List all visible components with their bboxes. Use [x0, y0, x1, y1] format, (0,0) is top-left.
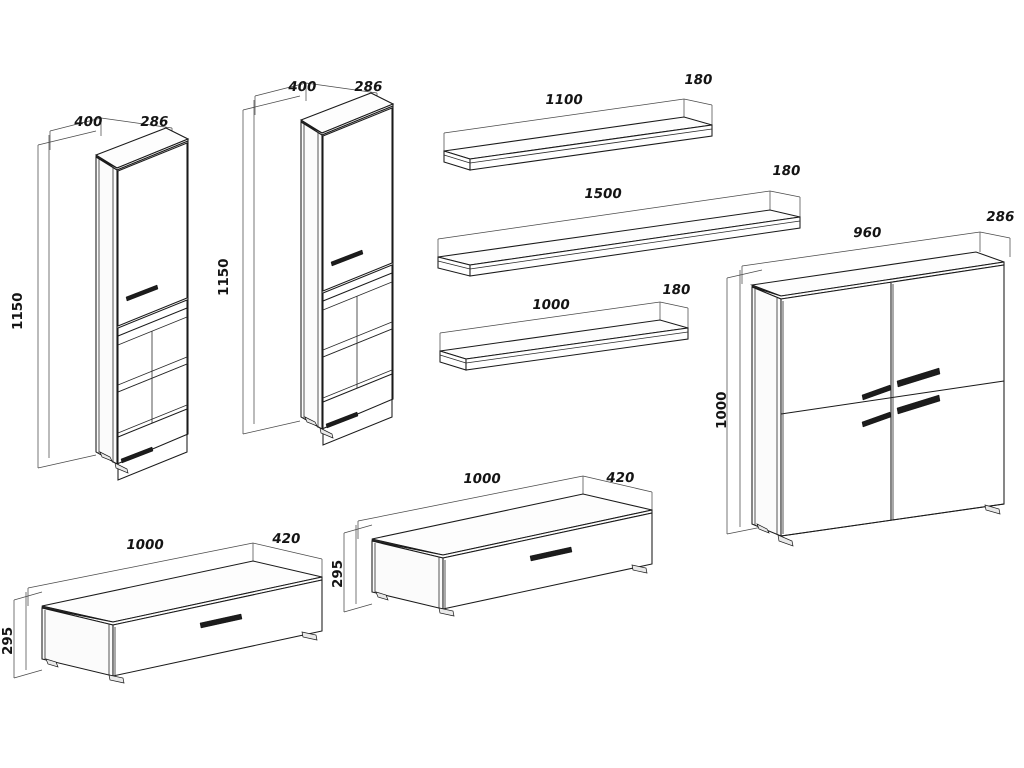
dim-cab-mid-depth: 286 [352, 79, 384, 95]
shelf-1500 [437, 190, 801, 277]
tv-unit-feet [375, 564, 648, 617]
tv-unit-right [343, 475, 653, 617]
dim-sideboard-depth: 286 [984, 209, 1016, 225]
dim-shelf-1500-depth: 180 [770, 163, 802, 179]
dimension-lines-cabinet-mid [242, 82, 378, 435]
tall-cabinet-mid [242, 82, 395, 446]
dim-cab-mid-height: 1150 [216, 258, 232, 296]
cabinet-feet [304, 416, 334, 439]
dim-sideboard-width: 960 [851, 225, 883, 241]
dim-shelf-1000-depth: 180 [660, 282, 692, 298]
dim-tv-left-width: 1000 [124, 537, 165, 553]
dim-shelf-1000-width: 1000 [530, 297, 571, 313]
sideboard [726, 231, 1011, 547]
shelf-1000 [439, 301, 689, 371]
shelf-1100 [443, 98, 713, 171]
tv-unit-left [13, 542, 323, 684]
dim-cab-left-depth: 286 [138, 114, 170, 130]
dimension-lines-shelf-1000 [439, 301, 689, 351]
dim-tv-right-width: 1000 [461, 471, 502, 487]
dimension-lines-tv-left [13, 542, 323, 679]
dim-sideboard-height: 1000 [714, 391, 730, 429]
dim-cab-left-width: 400 [72, 114, 104, 130]
sideboard-feet [756, 504, 1001, 547]
dim-shelf-1100-width: 1100 [543, 92, 584, 108]
tv-unit-feet [45, 631, 318, 684]
dim-cab-left-height: 1150 [10, 292, 26, 330]
dimension-lines-sideboard [726, 231, 1011, 535]
dimension-lines-shelf-1500 [437, 190, 801, 257]
cabinet-feet [99, 451, 129, 474]
dim-cab-mid-width: 400 [286, 79, 318, 95]
dim-tv-right-height: 295 [330, 559, 346, 588]
dimension-lines-shelf-1100 [443, 98, 713, 151]
tall-cabinet-left [37, 117, 190, 481]
dimension-lines-cabinet-left [37, 117, 173, 469]
dim-tv-right-depth: 420 [604, 470, 636, 486]
dim-shelf-1100-depth: 180 [682, 72, 714, 88]
dim-tv-left-depth: 420 [270, 531, 302, 547]
dimension-lines-tv-right [343, 475, 653, 613]
dim-shelf-1500-width: 1500 [582, 186, 623, 202]
dim-tv-left-height: 295 [0, 626, 16, 655]
